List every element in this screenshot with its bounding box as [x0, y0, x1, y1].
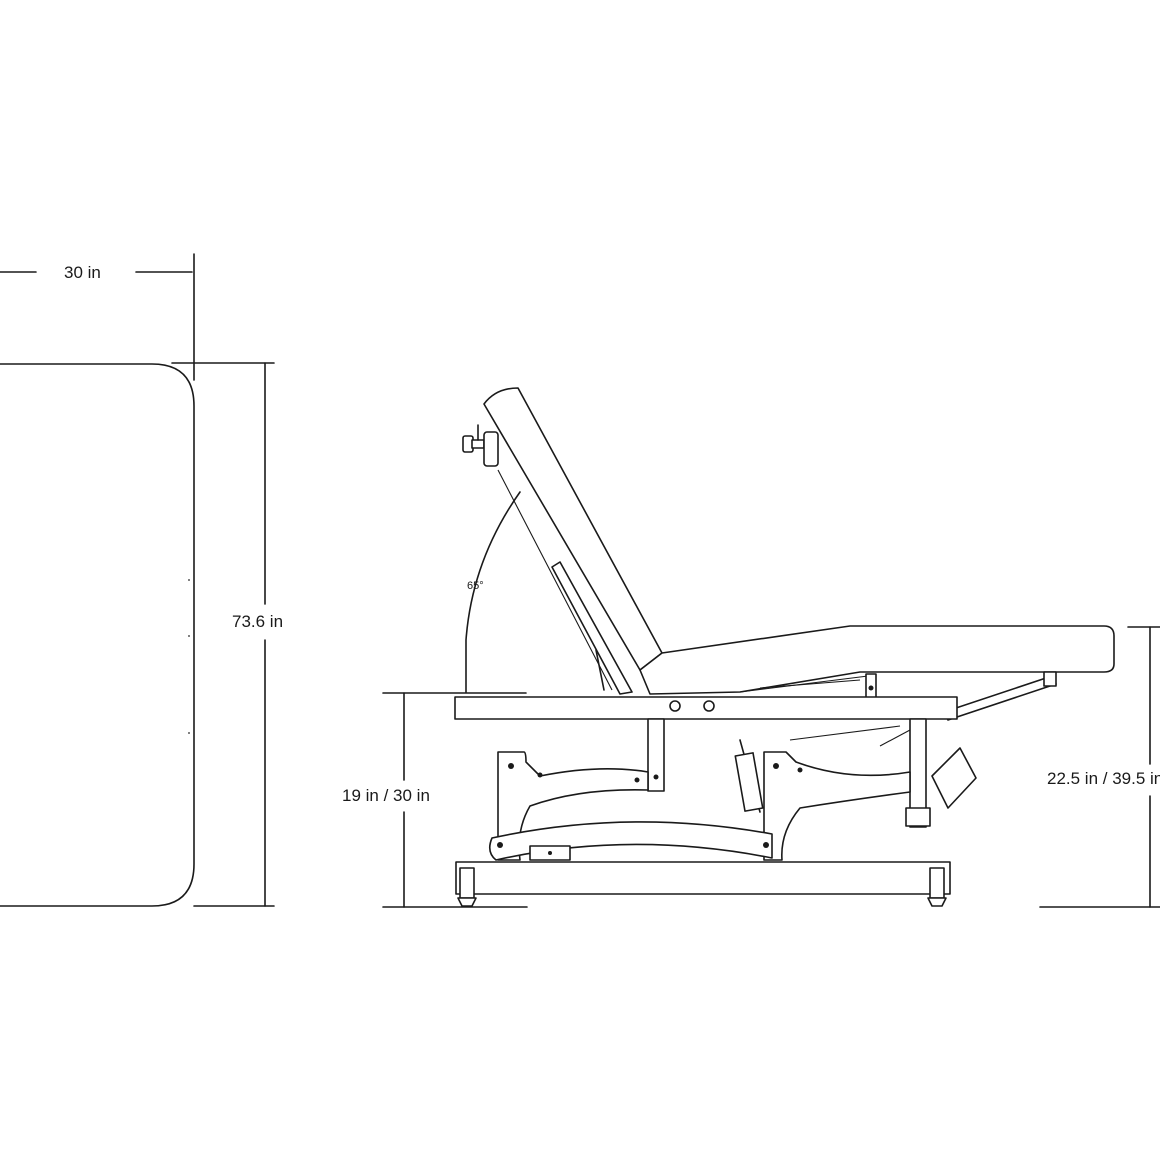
seat-mechanism [739, 671, 1057, 721]
base-height-label: 19 in / 30 in [342, 786, 430, 806]
frame-bolt [669, 700, 681, 712]
support-strut [595, 649, 605, 691]
foot-left [459, 867, 475, 899]
width-label: 30 in [64, 263, 101, 283]
side-view [382, 387, 1160, 908]
headrest-knob [462, 424, 499, 467]
frame-bolt [703, 700, 715, 712]
length-label: 73.6 in [232, 612, 284, 632]
foot-right [929, 867, 945, 899]
actuator-motor [931, 747, 977, 809]
foot-pad-left [457, 897, 477, 907]
table-top-outline [0, 363, 195, 907]
frame-post-left [647, 718, 665, 792]
backrest-support-plate [551, 561, 633, 695]
lift-bracket-left [497, 751, 649, 861]
actuator-housing [734, 752, 764, 812]
backrest-cushion [483, 387, 663, 671]
backrest-angle-arc [465, 491, 521, 693]
lift-link-arm [488, 821, 773, 861]
seat-cushion [639, 625, 1115, 695]
top-height-label: 22.5 in / 39.5 in [1047, 769, 1160, 789]
foot-pad-right [927, 897, 947, 907]
lift-bracket-right [763, 751, 911, 861]
backrest-angle-label: 65° [467, 580, 484, 592]
top-view [0, 253, 275, 907]
backrest-panel-edge [497, 469, 613, 691]
base-foot-rail [455, 861, 951, 895]
